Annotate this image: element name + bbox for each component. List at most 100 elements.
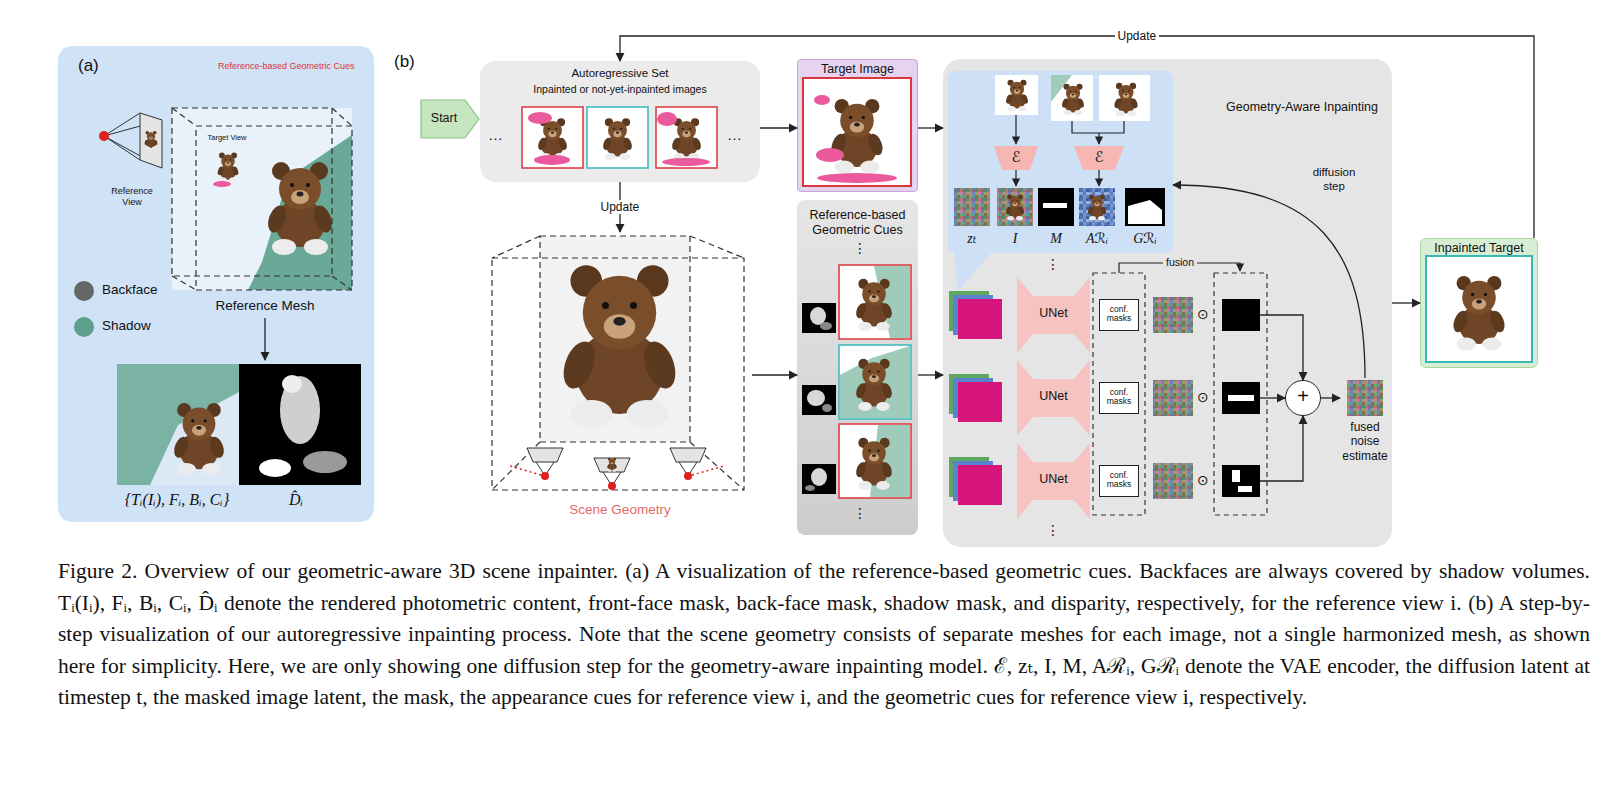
reference-mesh-drawing [213, 181, 231, 187]
fusion-blocks [1228, 395, 1254, 401]
cue-thumbnails [854, 359, 894, 411]
reference-mesh-drawing [172, 108, 352, 290]
unet-block: UNet [1017, 277, 1090, 353]
autoregressive-images [537, 118, 569, 160]
encoder-inputs [1051, 75, 1093, 121]
annotation: ⋮ [1046, 256, 1060, 273]
cue-thumbnails [820, 322, 832, 330]
latent-stacks [958, 465, 1002, 505]
mask-box: conf. masks [1099, 465, 1139, 497]
scene-geometry-drawing [540, 236, 690, 442]
autoregressive-images [522, 107, 717, 168]
encoder-inputs [1079, 188, 1115, 226]
encoder-inputs [1038, 188, 1074, 226]
cue-thumbnails [811, 468, 827, 486]
node-label: ℰ [1074, 148, 1124, 166]
rendered-cues [117, 364, 361, 485]
connector [760, 127, 797, 128]
connector [620, 36, 1534, 238]
edge-label: Update [598, 200, 643, 214]
scene-geometry-drawing [607, 458, 618, 472]
scene-geometry-drawing [670, 448, 706, 462]
fusion-blocks [1222, 299, 1260, 331]
fusion-blocks [1093, 273, 1145, 515]
scene-geometry-drawing [527, 448, 563, 462]
annotation: ⋮ [1046, 522, 1060, 539]
node-label: Inpainted or not-yet-inpainted images [480, 83, 760, 96]
node-outline [1017, 443, 1090, 519]
fusion-blocks [1260, 315, 1303, 380]
node-label: Target Image [798, 62, 917, 77]
reference-mesh-drawing [217, 153, 240, 183]
cue-thumbnails [854, 438, 894, 490]
reference-camera [140, 113, 162, 168]
scene-geometry-drawing [527, 448, 706, 486]
edge-label: Update [1115, 29, 1160, 43]
cue-thumbnails [802, 464, 836, 494]
reference-mesh-drawing [172, 108, 352, 290]
cue-thumbnails [810, 307, 826, 325]
encoder-inputs [1125, 188, 1165, 226]
node-label: D̂ᵢ [276, 490, 316, 509]
node-label: Reference Mesh [170, 298, 360, 314]
connector [1321, 397, 1340, 398]
sum-node: + [1285, 380, 1321, 416]
target-image-picture [829, 99, 885, 173]
cue-thumbnails [854, 279, 894, 331]
legend-swatch [74, 317, 94, 337]
node-label: Gℛᵢ [1130, 231, 1160, 248]
node-label: + [1286, 386, 1320, 406]
target-image-picture [803, 78, 911, 186]
node-label: Target View [205, 133, 249, 142]
latent-stacks [958, 299, 1002, 339]
scene-geometry-drawing [492, 236, 744, 490]
encoder-inputs [1072, 121, 1124, 144]
reference-camera [99, 131, 109, 141]
target-image-picture [803, 78, 911, 186]
annotation: Reference View [104, 186, 160, 208]
node-label: Reference-based Geometric Cues [797, 208, 918, 238]
node-label: conf. masks [1100, 471, 1138, 490]
rendered-cues [282, 375, 302, 393]
latent-stacks [949, 291, 1002, 505]
cue-thumbnails [802, 303, 836, 333]
fusion-blocks [1222, 465, 1260, 497]
mask-box: conf. masks [1099, 299, 1139, 331]
autoregressive-images [656, 107, 717, 168]
rendered-cues [117, 364, 239, 485]
encoder-inputs [1005, 80, 1029, 112]
fusion-blocks [1214, 273, 1267, 515]
node-label: conf. masks [1100, 388, 1138, 407]
annotation: (b) [394, 52, 415, 72]
legend-swatch [74, 281, 94, 301]
encoder-inputs [1099, 75, 1150, 121]
encoder-inputs [995, 75, 1038, 115]
autoregressive-images [528, 112, 552, 124]
encoder-inputs [1128, 200, 1162, 224]
target-image-picture [814, 95, 830, 105]
inpainted-picture [1426, 256, 1532, 362]
cue-thumbnails [802, 385, 836, 415]
encoder-inputs [1015, 170, 1016, 186]
cue-thumbnails [802, 265, 911, 498]
fusion-blocks [1347, 380, 1383, 416]
autoregressive-images [534, 155, 570, 165]
rendered-cues [239, 364, 361, 485]
node-label: (a) [78, 56, 99, 76]
annotation: ⋮ [853, 240, 867, 257]
node-label: {Tᵢ(Iᵢ), Fᵢ, Bᵢ, Cᵢ} [102, 490, 252, 509]
latent-stacks [958, 382, 1002, 422]
connector [752, 374, 797, 375]
cue-thumbnails [805, 485, 815, 491]
cue-thumbnails [807, 390, 825, 406]
scene-geometry-drawing [492, 258, 744, 490]
fusion-blocks [1260, 416, 1303, 481]
reference-mesh-drawing [196, 126, 352, 290]
start-arrow: Start [421, 100, 479, 138]
target-image-picture [817, 173, 897, 183]
autoregressive-images [671, 118, 703, 160]
fusion-blocks [1222, 382, 1260, 414]
annotation: … [488, 126, 503, 144]
node-outline [1017, 277, 1090, 353]
annotation: fusion [1163, 256, 1197, 269]
